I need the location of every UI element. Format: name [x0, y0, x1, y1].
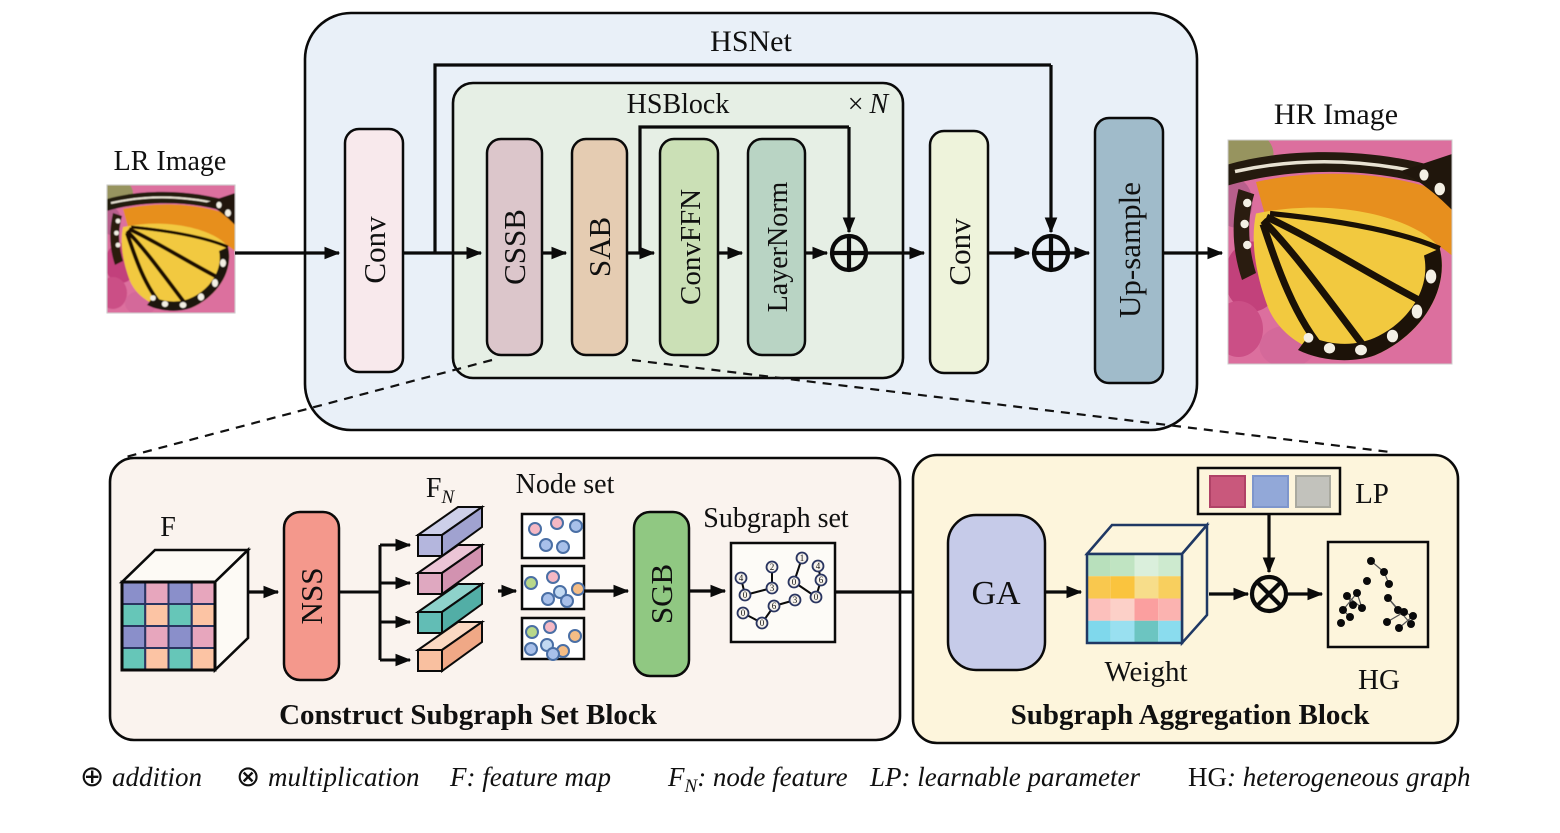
svg-text:2: 2 [770, 562, 775, 572]
conv-out-label: Conv [942, 218, 977, 286]
legend-multiplication: multiplication [268, 762, 420, 792]
weight-label: Weight [1104, 656, 1187, 688]
conv-out-block: Conv [928, 129, 990, 375]
svg-text:0: 0 [741, 608, 746, 618]
cssb-block: CSSB [485, 137, 544, 357]
conv-in-label: Conv [357, 216, 392, 284]
svg-text:6: 6 [819, 575, 824, 585]
svg-text:3: 3 [770, 583, 775, 593]
nss-fanout-lines [339, 538, 412, 667]
inner-skip-connection [638, 125, 856, 253]
weight-cells [1087, 554, 1182, 643]
node-feature-label: FN [426, 473, 456, 508]
lr-image-border [106, 184, 236, 314]
sab-label: SAB [582, 217, 617, 277]
outer-skip-connection [433, 63, 1058, 253]
upsample-block: Up-sample [1093, 116, 1165, 385]
bar-lavender [414, 505, 486, 558]
addition-icon: ⊕ [80, 759, 104, 793]
subgraph-nodes [734, 551, 828, 630]
svg-text:0: 0 [792, 577, 797, 587]
add-icon [829, 233, 869, 273]
svg-text:0: 0 [743, 590, 748, 600]
legend-heterogeneous-graph: HG: heterogeneous graph [1188, 762, 1470, 792]
sgb-block: SGB [632, 510, 691, 678]
layernorm-label: LayerNorm [763, 181, 794, 312]
nss-block: NSS [282, 510, 341, 682]
nss-label: NSS [294, 568, 329, 625]
ga-label: GA [971, 575, 1021, 612]
svg-text:4: 4 [739, 573, 744, 583]
lr-image-label: LR Image [114, 146, 227, 177]
weight-cube [1084, 521, 1210, 647]
layernorm-block: LayerNorm [746, 137, 807, 357]
subgraph-node-digits: 4 0 2 3 0 0 6 3 1 0 4 6 0 [739, 553, 824, 628]
subgraph-aggregation-block: Subgraph Aggregation Block GA Weight [911, 453, 1460, 745]
node-set-dots [524, 516, 585, 661]
svg-text:0: 0 [760, 618, 765, 628]
hsblock-title: HSBlock [627, 89, 730, 120]
lp-box [1196, 466, 1342, 516]
add-icon [1031, 233, 1071, 273]
legend-row: ⊕ addition ⊗ multiplication F: feature m… [80, 759, 1470, 797]
hr-image-label: HR Image [1274, 98, 1398, 131]
ga-block: GA [946, 513, 1047, 672]
hg-dots [1337, 557, 1417, 632]
svg-text:6: 6 [772, 601, 777, 611]
hsnet-pipeline: HSNet HSBlock ×N LR Image HR Image [97, 11, 1453, 460]
hr-image-border [1227, 139, 1453, 365]
construct-block-title: Construct Subgraph Set Block [279, 699, 658, 731]
legend-node-feature: FN: node feature [667, 762, 848, 797]
cssb-label: CSSB [497, 209, 532, 285]
upsample-label: Up-sample [1112, 182, 1147, 318]
sgb-label: SGB [644, 564, 679, 624]
sab-block: SAB [570, 137, 629, 357]
multiply-icon [1249, 574, 1289, 614]
feature-map-cube [118, 546, 252, 674]
bar-pink [414, 543, 486, 596]
aggregation-block-title: Subgraph Aggregation Block [1011, 699, 1371, 731]
bar-teal [414, 582, 486, 635]
bar-peach [414, 620, 486, 673]
multiplication-icon: ⊗ [236, 759, 260, 793]
conv-in-block: Conv [343, 127, 405, 374]
convffn-label: ConvFFN [675, 189, 707, 305]
svg-text:4: 4 [816, 561, 821, 571]
construct-subgraph-set-block: Construct Subgraph Set Block F NSS [108, 456, 902, 742]
hsnet-title: HSNet [710, 25, 792, 58]
node-feature-bars [414, 505, 486, 673]
lp-square-blue [1252, 475, 1289, 508]
legend-addition: addition [112, 762, 202, 792]
subgraph-set-box: 4 0 2 3 0 0 6 3 1 0 4 6 0 [729, 541, 837, 644]
lp-square-gray [1295, 475, 1331, 508]
svg-text:0: 0 [814, 592, 819, 602]
hg-label: HG [1358, 664, 1400, 696]
svg-text:1: 1 [800, 553, 805, 563]
legend-feature-map: F: feature map [449, 762, 611, 792]
hg-box [1326, 540, 1430, 649]
node-set-label: Node set [516, 469, 615, 500]
subgraph-set-label: Subgraph set [703, 503, 849, 534]
feature-map-label: F [160, 512, 176, 543]
lr-image [97, 179, 235, 315]
lp-square-red [1209, 475, 1246, 508]
hsblock-repeat-label: ×N [848, 89, 890, 120]
svg-text:3: 3 [793, 595, 798, 605]
legend-learnable-parameter: LP: learnable parameter [869, 762, 1140, 792]
convffn-block: ConvFFN [658, 137, 720, 357]
lp-label: LP [1355, 478, 1389, 510]
hr-image [1211, 130, 1453, 368]
